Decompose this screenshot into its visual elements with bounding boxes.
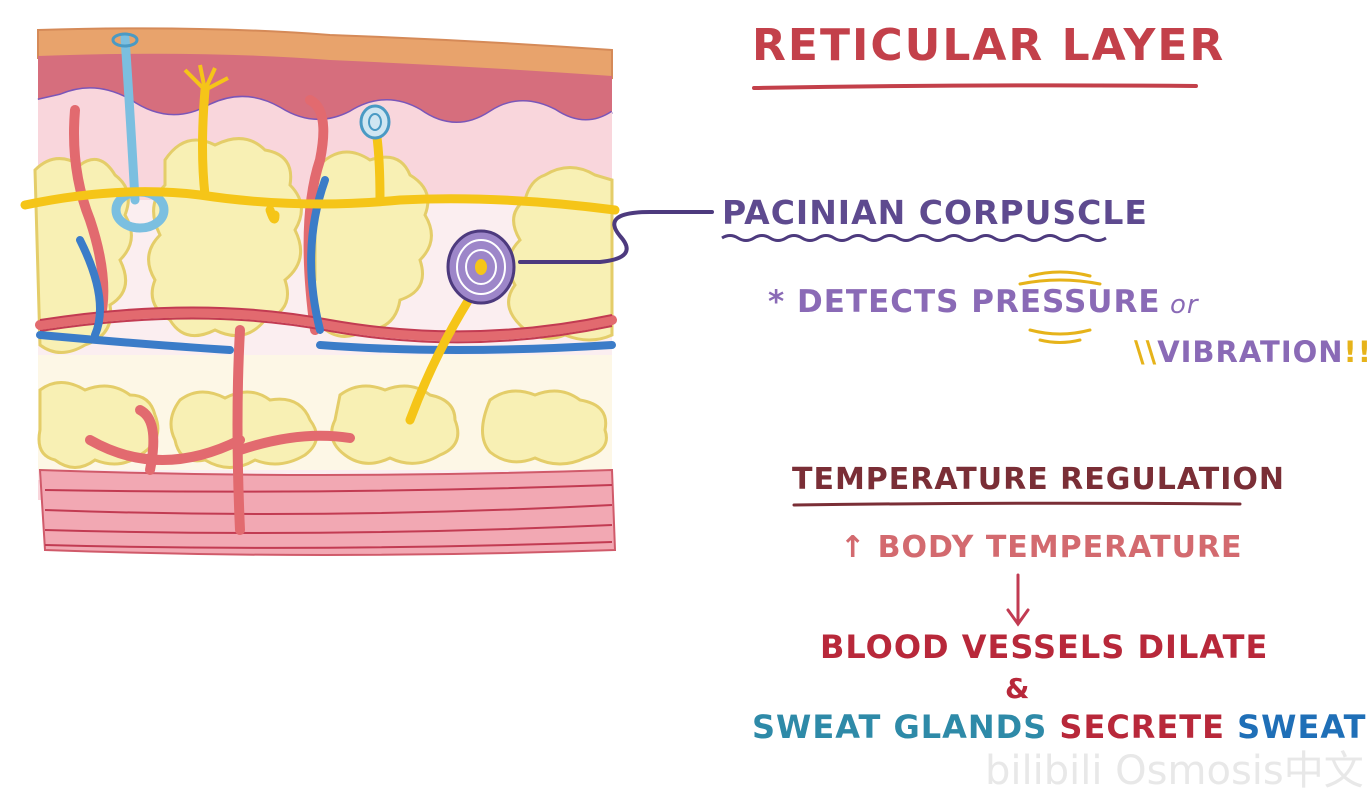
pressure-word: PRESSURE [971,284,1161,320]
pacinian-leader-line [518,210,714,264]
meissner-corpuscle [359,104,391,140]
down-arrow-icon [1006,573,1030,627]
watermark-logo: bilibili Osmosis中文 [985,748,1364,794]
vibration-mark-right: !! [1343,335,1372,369]
epidermis-layer [38,53,612,124]
sweat-glands-text: SWEAT GLANDS [752,708,1060,746]
secrete-text: SECRETE [1059,708,1238,746]
free-nerve-endings [183,64,229,92]
ampersand: & [1005,672,1031,705]
asterisk-icon: * [768,284,786,320]
detects-line: * DETECTS PRESSURE [768,284,1161,320]
detects-prefix: DETECTS [797,284,972,320]
temperature-underline [792,501,1242,507]
pacinian-corpuscle [446,229,516,305]
muscle-fibers [44,484,613,549]
vibration-word: VIBRATION [1157,335,1344,369]
sweat-line: SWEAT GLANDS SECRETE SWEAT [752,708,1366,746]
title-underline [752,83,1198,90]
pressure-arcs [1018,270,1102,344]
temperature-heading: TEMPERATURE REGULATION [792,462,1285,497]
vibration-line: \\VIBRATION!! [1134,335,1372,369]
sweat-duct-opening [111,32,139,48]
artery-outlines [39,306,613,344]
body-temperature-line: ↑ BODY TEMPERATURE [840,530,1243,565]
blood-vessels-dilate: BLOOD VESSELS DILATE [820,628,1269,666]
pacinian-underline [721,234,1107,242]
sweat-text: SWEAT [1237,708,1367,746]
or-word: or [1170,290,1199,320]
vibration-mark-left: \\ [1134,335,1158,369]
veins [36,176,616,354]
diagram-title: RETICULAR LAYER [752,20,1226,71]
pacinian-corpuscle-label: PACINIAN CORPUSCLE [722,193,1148,232]
